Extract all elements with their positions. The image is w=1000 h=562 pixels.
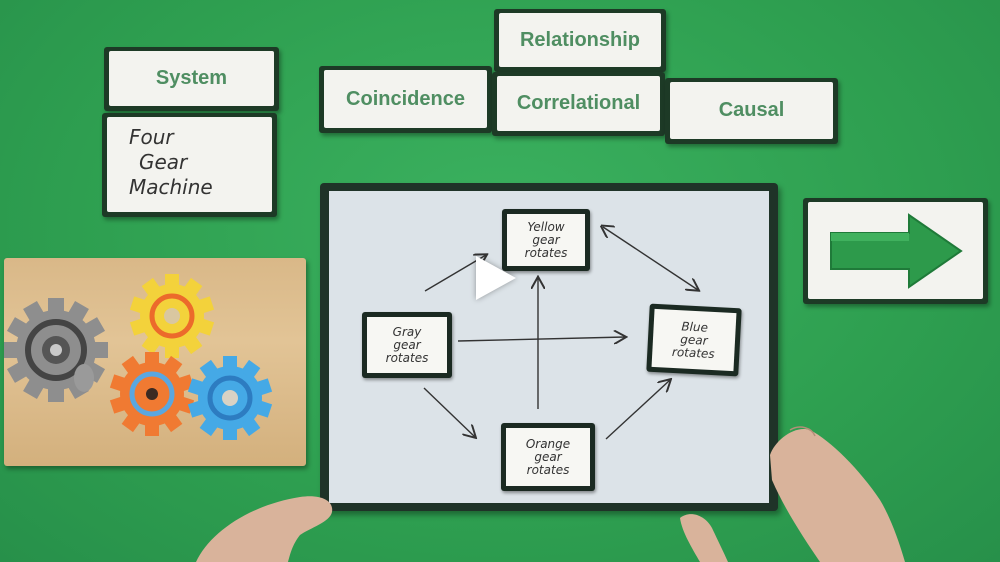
node-yellow-line-1: Yellow <box>527 219 565 234</box>
coincidence-card: Coincidence <box>319 66 492 133</box>
node-gray-line-2: gear <box>393 337 421 352</box>
coincidence-label: Coincidence <box>346 87 465 110</box>
orange-gear <box>109 352 195 436</box>
node-yellow-line-2: gear <box>532 232 560 247</box>
arrow-card <box>803 198 988 304</box>
node-yellow-line-3: rotates <box>524 245 568 260</box>
system-name-line-2: Gear <box>139 150 188 174</box>
node-yellow: Yellow gear rotates <box>502 209 590 271</box>
gear-board <box>4 258 306 466</box>
system-card: System <box>104 47 279 111</box>
system-name-line-3: Machine <box>129 175 213 199</box>
system-name-card: Four Gear Machine <box>102 113 277 217</box>
node-blue-line-3: rotates <box>671 344 716 361</box>
arrow-orange-to-blue <box>605 380 670 440</box>
arrow-gray-to-yellow <box>424 255 486 292</box>
correlational-label: Correlational <box>516 92 641 114</box>
arrow-gray-to-orange <box>423 387 475 437</box>
node-orange-line-3: rotates <box>526 462 570 477</box>
play-icon[interactable] <box>476 256 516 300</box>
whiteboard: Yellow gear rotates Gray gear rotates Bl… <box>320 183 778 511</box>
node-blue: Blue gear rotates <box>646 303 742 377</box>
left-hand <box>196 496 333 562</box>
correlational-card: Correlational <box>492 72 665 136</box>
node-gray: Gray gear rotates <box>362 312 452 378</box>
gray-gear <box>4 298 108 402</box>
causal-card: Causal <box>665 78 838 144</box>
blue-gear <box>187 356 273 440</box>
system-name-line-1: Four <box>129 125 174 149</box>
causal-label: Causal <box>718 99 785 121</box>
node-gray-line-1: Gray <box>392 324 422 339</box>
system-label: System <box>155 67 228 89</box>
right-arrow-icon <box>829 212 963 289</box>
relationship-card: Relationship <box>494 9 666 72</box>
arrow-yellow-blue <box>603 227 698 290</box>
relationship-label: Relationship <box>519 28 640 51</box>
diagram-arrows <box>423 183 778 440</box>
yellow-gear <box>129 274 215 358</box>
right-hand-thumb <box>680 514 728 562</box>
crank-knob <box>74 364 94 392</box>
node-orange-line-1: Orange <box>525 436 571 451</box>
node-orange: Orange gear rotates <box>501 423 595 491</box>
arrow-gray-to-blue <box>457 337 625 341</box>
node-gray-line-3: rotates <box>385 350 429 365</box>
right-hand <box>770 429 905 562</box>
node-orange-line-2: gear <box>534 449 562 464</box>
gear-toy <box>4 274 273 440</box>
